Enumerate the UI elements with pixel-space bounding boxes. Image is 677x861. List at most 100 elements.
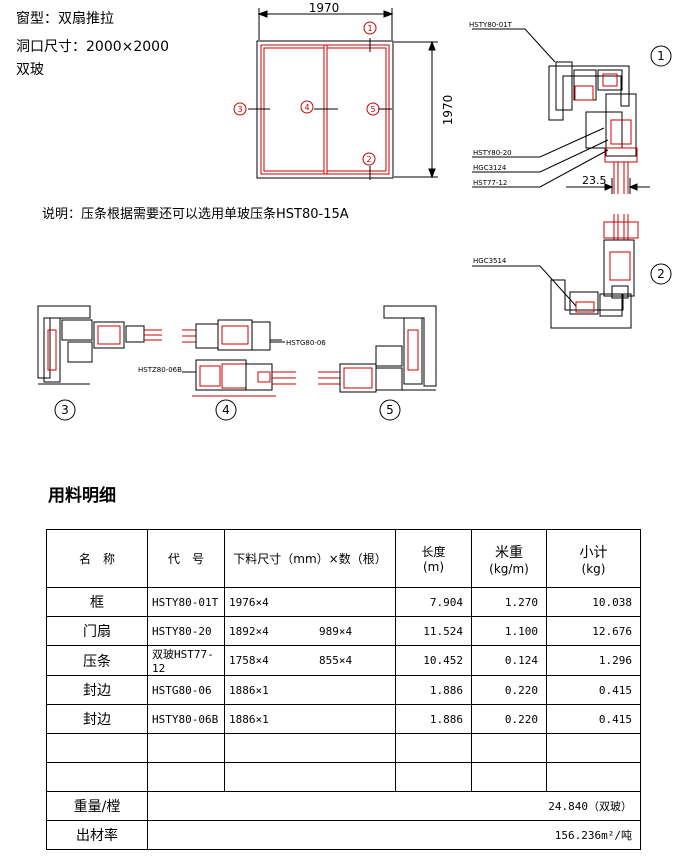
row-subtotal: 10.038 xyxy=(546,587,641,617)
explanation-note: 说明：压条根据需要还可以选用单玻压条HST80-15A xyxy=(42,207,349,222)
row-subtotal xyxy=(546,733,641,763)
row-code: HSTG80-06 xyxy=(147,675,225,705)
header-weight-unit: (kg/m) xyxy=(489,561,529,576)
row-weight: 0.124 xyxy=(471,645,547,676)
row-name: 压条 xyxy=(46,645,148,676)
row-cut-primary: 1892×4 xyxy=(229,624,269,638)
label-hsty80-20: HSTY80-20 xyxy=(473,149,512,157)
row-name: 框 xyxy=(46,587,148,617)
label-hst77-12: HST77-12 xyxy=(473,179,507,187)
row-weight xyxy=(471,762,547,792)
row-cut: 1976×4 xyxy=(224,587,396,617)
row-length: 11.524 xyxy=(395,616,472,646)
vertical-section-drawing xyxy=(472,28,672,329)
elevation-marker-2: 2 xyxy=(366,155,371,164)
row-length: 7.904 xyxy=(395,587,472,617)
row-cut xyxy=(224,733,396,763)
window-type-label: 窗型：双扇推拉 xyxy=(16,11,114,27)
section-marker-5: 5 xyxy=(386,403,394,417)
total-label: 重量/樘 xyxy=(46,791,148,821)
material-table: 名 称 代 号 下料尺寸（mm）×数（根） 长度(m) 米重(kg/m) 小计(… xyxy=(46,529,641,850)
yield-label: 出材率 xyxy=(46,820,148,850)
row-code: HSTY80-06B xyxy=(147,704,225,734)
row-code xyxy=(147,733,225,763)
row-weight: 1.270 xyxy=(471,587,547,617)
header-code: 代 号 xyxy=(147,529,225,588)
header-length-label: 长度 xyxy=(421,545,446,559)
header-weight: 米重(kg/m) xyxy=(471,529,547,588)
row-weight: 0.220 xyxy=(471,704,547,734)
row-name xyxy=(46,733,148,763)
header-length: 长度(m) xyxy=(395,529,472,588)
elevation-marker-4: 4 xyxy=(304,103,309,112)
header-name: 名 称 xyxy=(46,529,148,588)
label-hstg80-06: HSTG80-06 xyxy=(286,339,326,347)
row-length: 1.886 xyxy=(395,704,472,734)
header-cut: 下料尺寸（mm）×数（根） xyxy=(224,529,396,588)
row-code xyxy=(147,762,225,792)
label-hgc3124: HGC3124 xyxy=(473,164,507,172)
row-cut-primary: 1758×4 xyxy=(229,654,269,667)
section-marker-4: 4 xyxy=(222,403,230,417)
total-value: 24.840（双玻） xyxy=(147,791,641,821)
row-subtotal: 1.296 xyxy=(546,645,641,676)
label-hstz80-06b: HSTZ80-06B xyxy=(138,366,182,374)
table-header-row: 名 称 代 号 下料尺寸（mm）×数（根） 长度(m) 米重(kg/m) 小计(… xyxy=(46,529,641,588)
row-weight: 0.220 xyxy=(471,675,547,705)
elevation-width-label: 1970 xyxy=(309,1,340,15)
row-cut-primary: 1886×1 xyxy=(229,712,269,726)
row-code: 双玻HST77-12 xyxy=(147,645,225,676)
row-weight xyxy=(471,733,547,763)
header-length-unit: (m) xyxy=(422,560,445,574)
yield-row: 出材率 156.236m²/吨 xyxy=(46,820,641,850)
row-cut: 1758×4 855×4 xyxy=(224,645,396,676)
row-subtotal: 0.415 xyxy=(546,675,641,705)
row-length xyxy=(395,762,472,792)
row-cut-primary: 1886×1 xyxy=(229,683,269,697)
window-elevation xyxy=(233,8,438,180)
row-subtotal: 0.415 xyxy=(546,704,641,734)
horizontal-section-drawing xyxy=(37,305,437,421)
header-subtotal-unit: (kg) xyxy=(581,561,606,576)
section-marker-1: 1 xyxy=(657,49,665,63)
row-cut: 1886×1 xyxy=(224,704,396,734)
row-cut-secondary: 855×4 xyxy=(319,654,353,667)
section-marker-2: 2 xyxy=(657,267,665,281)
table-row xyxy=(46,733,641,763)
row-subtotal: 12.676 xyxy=(546,616,641,646)
opening-size-label: 洞口尺寸：2000×2000 xyxy=(16,39,169,55)
table-row xyxy=(46,762,641,792)
material-list-title: 用料明细 xyxy=(48,486,116,506)
row-weight: 1.100 xyxy=(471,616,547,646)
row-length: 1.886 xyxy=(395,675,472,705)
row-code: HSTY80-20 xyxy=(147,616,225,646)
glass-thickness-dimension: 23.5 xyxy=(582,174,607,187)
glass-type-label: 双玻 xyxy=(16,62,44,78)
elevation-marker-1: 1 xyxy=(367,24,372,33)
section-marker-3: 3 xyxy=(61,403,69,417)
row-cut xyxy=(224,762,396,792)
row-cut: 1892×4 989×4 xyxy=(224,616,396,646)
header-weight-label: 米重 xyxy=(495,544,523,561)
elevation-marker-5: 5 xyxy=(370,105,375,114)
technical-drawing: 1970 1970 3 4 5 1 2 xyxy=(37,1,672,421)
row-name: 门扇 xyxy=(46,616,148,646)
row-length: 10.452 xyxy=(395,645,472,676)
row-name: 封边 xyxy=(46,704,148,734)
row-code: HSTY80-01T xyxy=(147,587,225,617)
yield-value: 156.236m²/吨 xyxy=(147,820,641,850)
row-length xyxy=(395,733,472,763)
header-subtotal: 小计(kg) xyxy=(546,529,641,588)
row-cut-secondary: 989×4 xyxy=(319,624,353,638)
row-name: 封边 xyxy=(46,675,148,705)
label-hgc3514: HGC3514 xyxy=(473,257,507,265)
label-hsty80-01t: HSTY80-01T xyxy=(469,21,513,29)
row-subtotal xyxy=(546,762,641,792)
header-subtotal-label: 小计 xyxy=(579,544,608,561)
elevation-marker-3: 3 xyxy=(237,105,242,114)
